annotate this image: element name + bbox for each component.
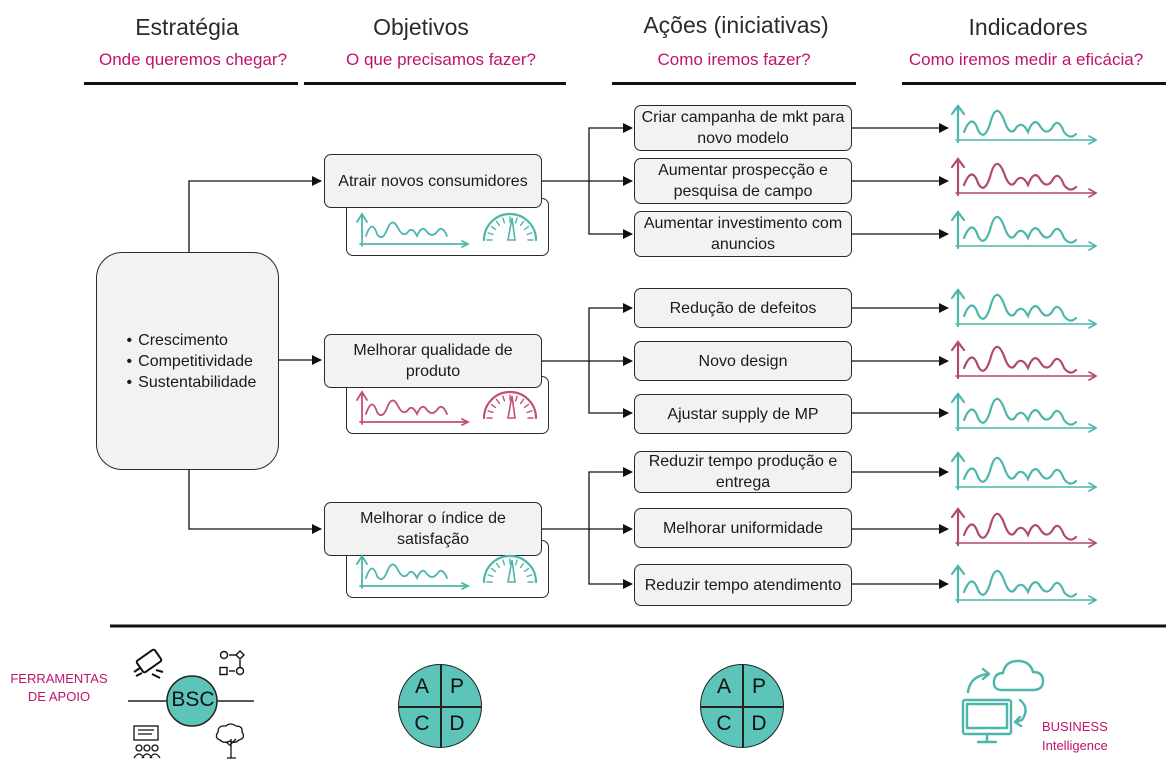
objective-box: Melhorar qualidade de produto [324,334,542,388]
business-intelligence-icon [961,659,1045,744]
action-label: Redução de defeitos [669,299,817,317]
meeting-icon [133,725,161,759]
objective-box: Melhorar o índice de satisfação [324,502,542,556]
objective-label: Melhorar qualidade de produto [353,342,513,380]
header-rule [84,82,298,85]
indicator-chart-icon [950,104,1098,145]
action-box: Ajustar supply de MP [634,394,852,434]
action-box: Reduzir tempo atendimento [634,564,852,606]
pdca-quadrant-d: D [751,712,767,735]
objective-box: Atrair novos consumidores [324,154,542,208]
objective-label: Melhorar o índice de satisfação [360,510,506,548]
subheader-strategy: Onde queremos chegar? [98,50,288,69]
action-label: Reduzir tempo atendimento [644,576,842,594]
action-label: Reduzir tempo produção e entrega [648,453,838,491]
tree-icon [215,723,245,759]
action-label: Aumentar investimento com anuncios [643,215,843,253]
header-rule [902,82,1166,85]
indicator-chart-icon [950,451,1098,492]
objective-label: Atrair novos consumidores [338,172,528,190]
pdca-cycle-1: A P C D [398,664,482,748]
tools-label: FERRAMENTAS DE APOIO [10,671,108,704]
strategy-item: Crescimento [127,330,257,351]
action-label: Criar campanha de mkt para novo modelo [641,109,845,147]
header-indicators: Indicadores [968,14,1088,40]
action-label: Ajustar supply de MP [667,405,819,423]
objective-kpi-icons [356,212,538,248]
indicator-chart-icon [950,392,1098,433]
action-label: Novo design [698,352,788,370]
pdca-quadrant-a: A [414,675,429,698]
money-icon [133,648,164,679]
action-box: Melhorar uniformidade [634,508,852,548]
pdca-quadrant-p: P [751,675,766,698]
bsc-label: BSC [171,688,215,711]
pdca-quadrant-c: C [414,712,430,735]
action-label: Melhorar uniformidade [662,519,824,537]
subheader-indicators: Como iremos medir a eficácia? [908,50,1144,69]
strategy-box: Crescimento Competitividade Sustentabili… [96,252,279,470]
header-objectives: Objetivos [373,14,469,40]
action-label: Aumentar prospecção e pesquisa de campo [658,162,828,200]
pdca-quadrant-p: P [449,675,464,698]
strategy-list: Crescimento Competitividade Sustentabili… [119,330,257,393]
indicator-chart-icon [950,507,1098,548]
header-strategy: Estratégia [135,14,239,40]
action-box: Reduzir tempo produção e entrega [634,451,852,493]
action-box: Redução de defeitos [634,288,852,328]
indicator-chart-icon [950,564,1098,605]
action-box: Aumentar prospecção e pesquisa de campo [634,158,852,204]
objective-kpi-icons [356,390,538,426]
header-rule [304,82,566,85]
indicator-chart-icon [950,340,1098,381]
action-box: Aumentar investimento com anuncios [634,211,852,257]
bi-label: BUSINESS Intelligence [1042,719,1108,753]
pdca-quadrant-c: C [716,712,732,735]
indicator-chart-icon [950,288,1098,329]
header-rule [612,82,856,85]
strategy-item: Competitividade [127,351,257,372]
action-box: Novo design [634,341,852,381]
pdca-quadrant-d: D [449,712,465,735]
subheader-actions: Como iremos fazer? [657,50,811,69]
indicator-chart-icon [950,210,1098,251]
process-flow-icon [219,650,245,676]
header-actions: Ações (iniciativas) [643,12,829,38]
subheader-objectives: O que precisamos fazer? [346,50,536,69]
pdca-cycle-2: A P C D [700,664,784,748]
pdca-quadrant-a: A [716,675,731,698]
indicator-chart-icon [950,157,1098,198]
strategy-item: Sustentabilidade [127,372,256,393]
action-box: Criar campanha de mkt para novo modelo [634,105,852,151]
bsc-diagram [128,648,254,759]
objective-kpi-icons [356,554,538,590]
